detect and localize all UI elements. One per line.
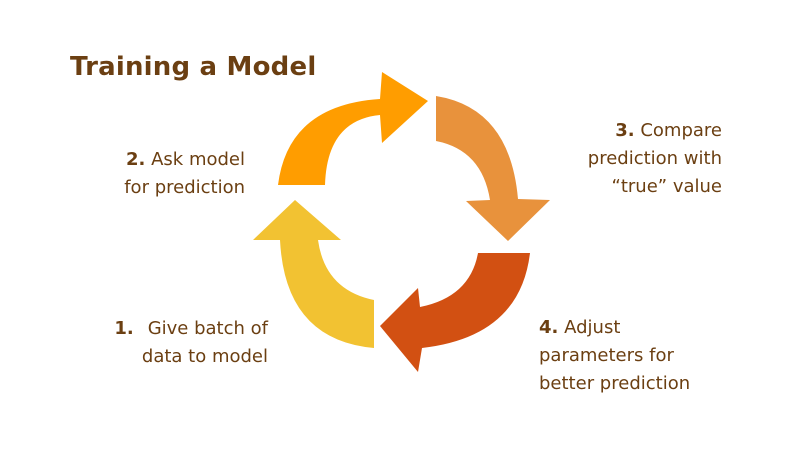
step-4-label: 4. Adjust parameters for better predicti… [539, 314, 729, 398]
step-3-line-2: prediction with [587, 148, 722, 169]
step-2-label: 2. Ask model for prediction [100, 146, 245, 202]
arrow-step-2 [278, 72, 428, 185]
arrow-step-4 [380, 253, 530, 372]
step-3-line-3: “true” value [611, 176, 722, 197]
step-3-number: 3. [615, 120, 635, 141]
diagram-title: Training a Model [70, 52, 317, 82]
step-3-label: 3. Compare prediction with “true” value [572, 117, 722, 201]
step-3-line-1: Compare [640, 120, 722, 141]
step-1-number: 1. [114, 318, 134, 339]
step-1-line-2: data to model [141, 346, 268, 367]
step-4-line-3: better prediction [539, 373, 691, 394]
arrow-step-3 [436, 96, 550, 241]
step-2-number: 2. [126, 149, 146, 170]
arrow-step-1 [253, 200, 374, 348]
step-4-line-1: Adjust [564, 317, 621, 338]
step-4-line-2: parameters for [539, 345, 674, 366]
step-1-label: 1. Give batch of data to model [96, 315, 268, 371]
step-2-line-1: Ask model [151, 149, 245, 170]
step-1-line-1: Give batch of [147, 318, 268, 339]
step-4-number: 4. [539, 317, 559, 338]
step-2-line-2: for prediction [124, 177, 245, 198]
